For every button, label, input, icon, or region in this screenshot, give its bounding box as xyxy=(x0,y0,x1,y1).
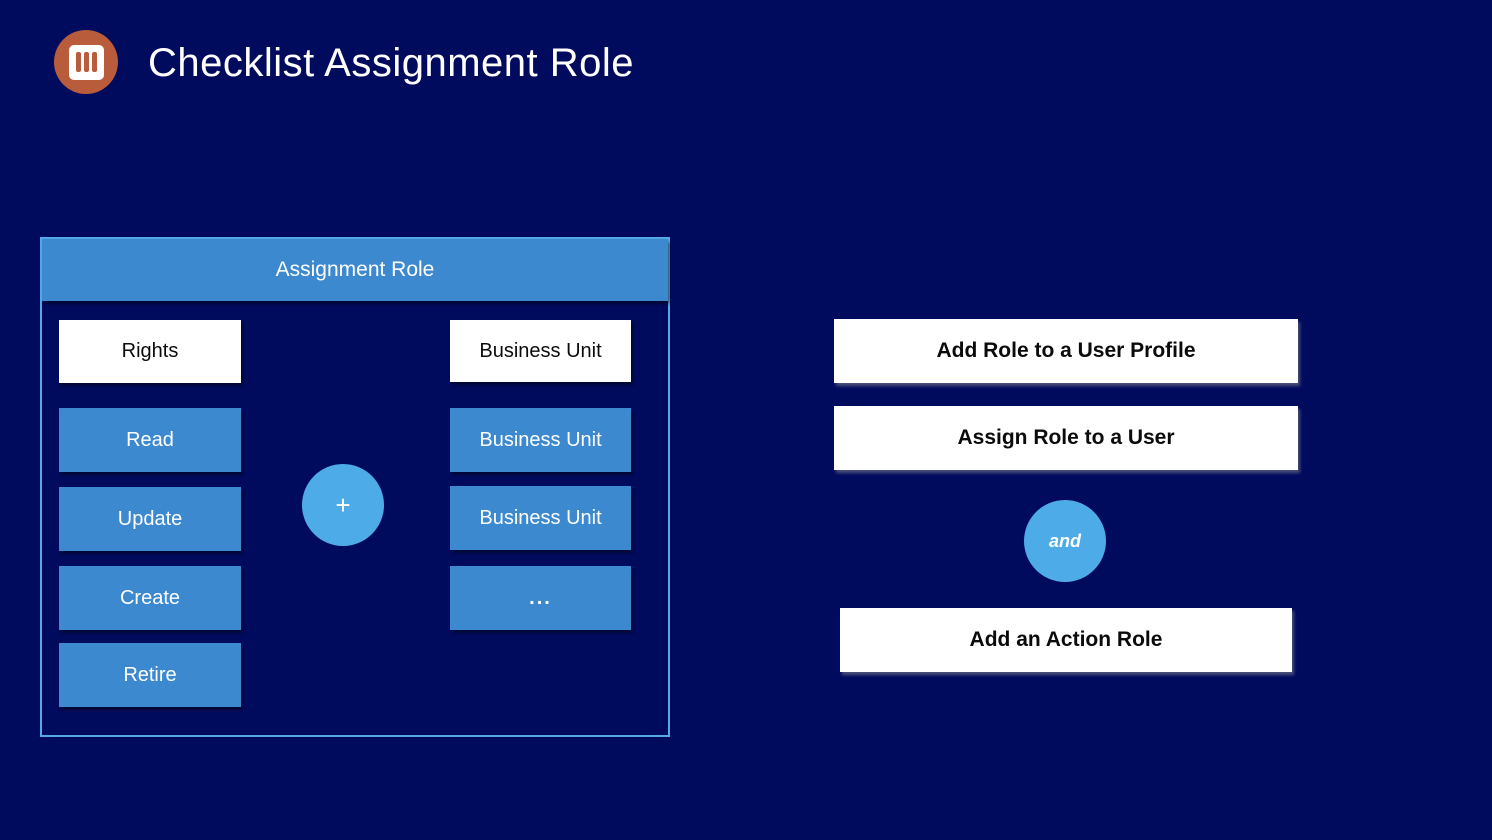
assignment-role-panel-title: Assignment Role xyxy=(42,239,668,301)
and-connector: and xyxy=(1024,500,1106,582)
assignment-role-panel: Assignment Role xyxy=(40,237,670,737)
rights-item-read: Read xyxy=(59,408,241,472)
rights-item-retire: Retire xyxy=(59,643,241,707)
business-unit-item: Business Unit xyxy=(450,486,631,550)
assign-role-to-user-box: Assign Role to a User xyxy=(834,406,1298,470)
business-unit-item: Business Unit xyxy=(450,408,631,472)
plus-connector-icon: + xyxy=(302,464,384,546)
checklist-icon-bar xyxy=(91,52,97,72)
page-title: Checklist Assignment Role xyxy=(148,41,635,85)
checklist-icon xyxy=(54,30,118,94)
rights-item-update: Update xyxy=(59,487,241,551)
add-role-to-user-profile-box: Add Role to a User Profile xyxy=(834,319,1298,383)
checklist-icon-card xyxy=(68,44,104,80)
checklist-icon-bar xyxy=(75,52,81,72)
rights-header-box: Rights xyxy=(59,320,241,383)
checklist-icon-bar xyxy=(83,52,89,72)
rights-item-create: Create xyxy=(59,566,241,630)
business-unit-ellipsis-box: ... xyxy=(450,566,631,630)
business-unit-header-box: Business Unit xyxy=(450,320,631,382)
add-an-action-role-box: Add an Action Role xyxy=(840,608,1292,672)
